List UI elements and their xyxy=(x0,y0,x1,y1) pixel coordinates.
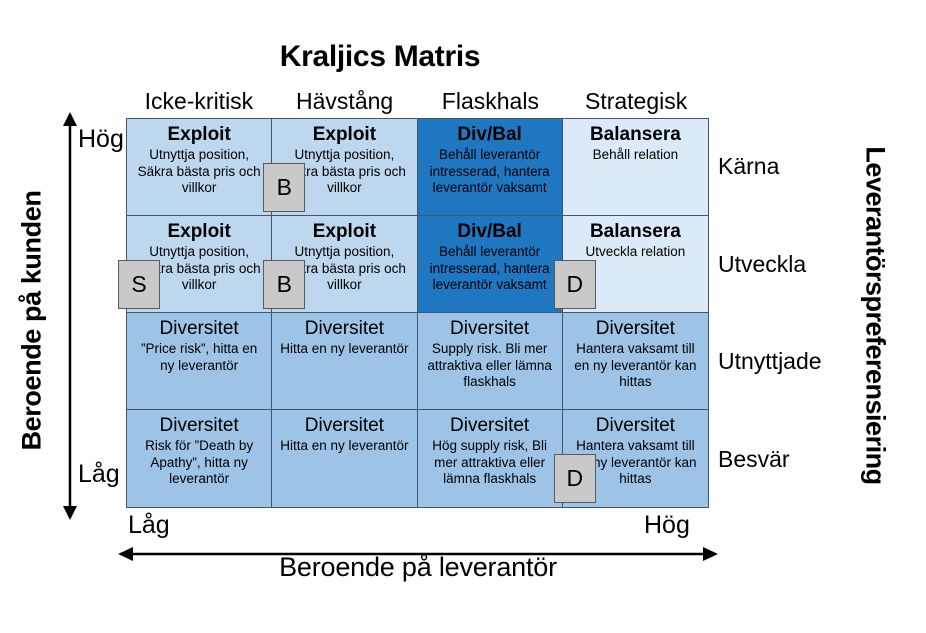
right-axis-title-text: Leverantörspreferensiering xyxy=(860,145,891,485)
marker-label: D xyxy=(566,271,584,297)
matrix-cell-r3c1[interactable]: Diversitet ”Price risk”, hitta en ny lev… xyxy=(127,313,273,410)
matrix-cell-r2c3[interactable]: Div/Bal Behåll leverantör intresserad, h… xyxy=(417,216,563,313)
cell-title: Diversitet xyxy=(595,318,675,339)
cell-body: Utveckla relation xyxy=(585,244,686,259)
matrix-cell-r4c1[interactable]: Diversitet Risk för ”Death by Apathy”, h… xyxy=(127,410,273,507)
matrix-cell-r2c1[interactable]: Exploit Utnyttja position, Säkra bästa p… xyxy=(118,216,273,313)
x-axis-title: Beroende på leverantör xyxy=(279,552,557,582)
marker-chip-d-r4c4[interactable]: D xyxy=(553,454,596,503)
cell-body: Utnyttja position, Säkra bästa pris och … xyxy=(282,244,406,292)
x-axis-low-label: Låg xyxy=(128,511,170,539)
x-axis-high-label: Hög xyxy=(644,511,690,539)
page-title: Kraljics Matris xyxy=(279,40,481,73)
marker-label: B xyxy=(276,174,292,200)
marker-chip-s-r2c1[interactable]: S xyxy=(118,260,160,309)
matrix-cell-r4c4[interactable]: Diversitet Hantera vaksamt till en ny le… xyxy=(553,410,708,507)
matrix-cell-r2c2[interactable]: Exploit Utnyttja position, Säkra bästa p… xyxy=(263,216,418,313)
matrix-cell-r4c3[interactable]: Diversitet Hög supply risk, Bli mer attr… xyxy=(417,410,563,507)
cell-body: Hantera vaksamt till en ny leverantör ka… xyxy=(574,438,697,486)
cell-body: Risk för ”Death by Apathy”, hitta ny lev… xyxy=(145,438,254,486)
cell-body: ”Price risk”, hitta en ny leverantör xyxy=(140,341,258,373)
cell-title: Exploit xyxy=(312,221,377,242)
row-label-column: Kärna Utveckla Utnyttjade Besvär xyxy=(718,118,848,508)
matrix-cell-r1c1[interactable]: Exploit Utnyttja position, Säkra bästa p… xyxy=(127,119,273,216)
cell-title: Diversitet xyxy=(159,318,239,339)
column-header-havstang: Hävstång xyxy=(296,88,394,114)
matrix-cell-r4c2[interactable]: Diversitet Hitta en ny leverantör xyxy=(272,410,418,507)
marker-chip-b-r1c2[interactable]: B xyxy=(263,163,306,212)
right-axis-title: Leverantörspreferensiering xyxy=(853,100,897,530)
cell-body: Hitta en ny leverantör xyxy=(280,438,409,453)
cell-title: Balansera xyxy=(589,124,681,145)
cell-title: Exploit xyxy=(167,221,231,242)
column-header-row: Icke-kritisk Hävstång Flaskhals Strategi… xyxy=(126,88,709,116)
cell-title: Div/Bal xyxy=(457,124,522,145)
cell-title: Diversitet xyxy=(450,318,530,339)
cell-title: Exploit xyxy=(167,124,231,145)
y-axis-high-label: Hög xyxy=(78,125,124,153)
y-axis-low-label: Låg xyxy=(78,460,120,488)
column-header-flaskhals: Flaskhals xyxy=(441,88,539,114)
row-label-utveckla: Utveckla xyxy=(718,250,807,277)
cell-body: Supply risk. Bli mer attraktiva eller lä… xyxy=(427,341,552,389)
matrix-cell-r3c3[interactable]: Diversitet Supply risk. Bli mer attrakti… xyxy=(417,313,563,410)
marker-label: B xyxy=(276,271,292,297)
matrix-cell-r3c4[interactable]: Diversitet Hantera vaksamt till en ny le… xyxy=(562,313,708,410)
cell-title: Diversitet xyxy=(595,415,675,436)
matrix-cell-r1c4[interactable]: Balansera Behåll relation xyxy=(562,119,708,216)
matrix-cell-r1c3[interactable]: Div/Bal Behåll leverantör intresserad, h… xyxy=(417,119,563,216)
y-axis-title: Beroende på kunden xyxy=(8,120,56,520)
matrix-cell-r1c2[interactable]: Exploit Utnyttja position, Säkra bästa p… xyxy=(263,119,418,216)
marker-label: S xyxy=(131,271,147,297)
cell-body: Hitta en ny leverantör xyxy=(280,341,409,356)
cell-body: Utnyttja position, Säkra bästa pris och … xyxy=(137,244,261,292)
marker-label: D xyxy=(566,465,584,491)
x-axis-arrow-icon xyxy=(118,547,718,561)
marker-chip-d-r2c4[interactable]: D xyxy=(553,260,596,309)
kraljic-matrix-grid: Exploit Utnyttja position, Säkra bästa p… xyxy=(118,118,709,508)
column-header-strategisk: Strategisk xyxy=(584,88,688,114)
cell-body: Behåll relation xyxy=(592,147,679,162)
y-axis-arrow-icon xyxy=(63,112,77,520)
cell-title: Balansera xyxy=(589,221,681,242)
cell-body: Behåll leverantör intresserad, hantera l… xyxy=(429,244,550,292)
cell-body: Hantera vaksamt till en ny leverantör ka… xyxy=(574,341,697,389)
cell-title: Diversitet xyxy=(450,415,530,436)
row-label-besvar: Besvär xyxy=(718,445,790,472)
matrix-cell-r2c4[interactable]: Balansera Utveckla relation D xyxy=(553,216,708,313)
matrix-cell-r3c2[interactable]: Diversitet Hitta en ny leverantör xyxy=(272,313,418,410)
marker-chip-b-r2c2[interactable]: B xyxy=(263,260,306,309)
cell-title: Diversitet xyxy=(159,415,239,436)
row-label-utnyttjade: Utnyttjade xyxy=(718,348,822,375)
y-axis-title-text: Beroende på kunden xyxy=(16,190,47,450)
cell-title: Diversitet xyxy=(304,318,384,339)
cell-body: Hög supply risk, Bli mer attraktiva elle… xyxy=(432,438,548,486)
cell-title: Exploit xyxy=(312,124,377,145)
cell-body: Behåll leverantör intresserad, hantera l… xyxy=(429,147,550,195)
row-label-karna: Kärna xyxy=(718,153,780,180)
cell-title: Div/Bal xyxy=(457,221,522,242)
cell-title: Diversitet xyxy=(304,415,384,436)
cell-body: Utnyttja position, Säkra bästa pris och … xyxy=(137,147,261,195)
column-header-icke-kritisk: Icke-kritisk xyxy=(144,88,254,114)
cell-body: Utnyttja position, Säkra bästa pris och … xyxy=(282,147,406,195)
